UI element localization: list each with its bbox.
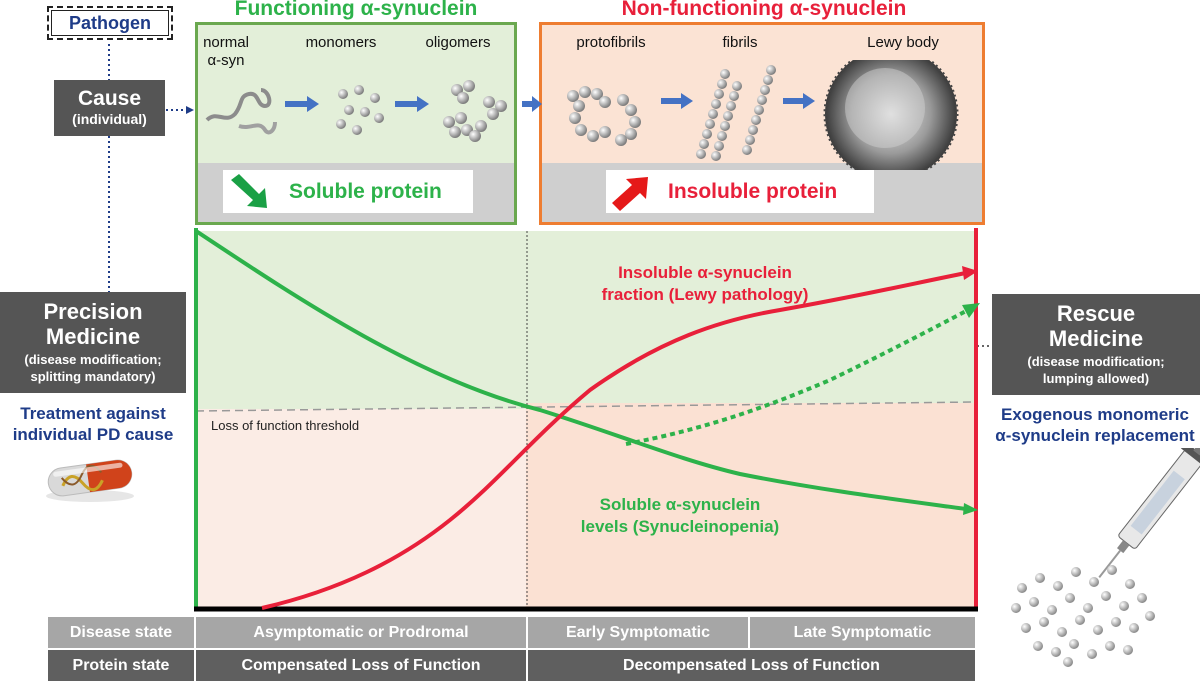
cause-box: Cause (individual) (54, 80, 165, 136)
precision-title-2: Medicine (45, 324, 141, 349)
insoluble-label-line-1: Insoluble α-synuclein (618, 263, 792, 282)
early-symptomatic-cell: Early Symptomatic (528, 617, 748, 648)
syringe-icon (1098, 448, 1200, 579)
stage-fibrils: fibrils (722, 34, 758, 51)
pathogen-label: Pathogen (68, 12, 151, 33)
soluble-protein-box: Soluble protein (223, 170, 473, 213)
insoluble-fraction-label: Insoluble α-synuclein fraction (Lewy pat… (560, 262, 850, 306)
insoluble-arrowhead (962, 266, 978, 280)
insoluble-protein-label: Insoluble protein (668, 179, 838, 203)
exogenous-line-1: Exogenous monomeric (1001, 405, 1189, 424)
stage-normal-line-2: α-syn (207, 52, 245, 69)
arrow-down-right-icon (231, 173, 267, 208)
rescue-sub-1: (disease modification; (1027, 354, 1165, 369)
treatment-line-1: Treatment against (20, 404, 166, 423)
protein-state-header: Protein state (48, 650, 194, 681)
precision-medicine-box: Precision Medicine (disease modification… (0, 292, 186, 393)
functioning-title: Functioning α-synuclein (234, 0, 478, 20)
asymptomatic-cell: Asymptomatic or Prodromal (196, 617, 526, 648)
stage-monomers: monomers (305, 34, 377, 51)
stage-normal: normal α-syn (200, 34, 252, 70)
soluble-protein-label: Soluble protein (289, 179, 442, 203)
treatment-line-2: individual PD cause (12, 425, 174, 444)
cause-subtitle: (individual) (72, 111, 147, 127)
soluble-levels-label: Soluble α-synuclein levels (Synucleinope… (540, 494, 820, 538)
pathogen-box: Pathogen (47, 6, 173, 40)
soluble-arrowhead (963, 503, 978, 515)
stage-oligomers: oligomers (425, 34, 491, 51)
capsule-icon (46, 459, 134, 502)
precision-sub-2: splitting mandatory) (30, 369, 156, 384)
nonfunctioning-title: Non-functioning α-synuclein (621, 0, 907, 20)
exogenous-text: Exogenous monomeric α-synuclein replacem… (990, 404, 1200, 446)
precision-title-1: Precision (43, 299, 143, 324)
stage-protofibrils: protofibrils (576, 34, 646, 51)
soluble-label-line-2: levels (Synucleinopenia) (580, 517, 780, 536)
insoluble-protein-box: Insoluble protein (606, 170, 874, 213)
precision-sub-1: (disease modification; (24, 352, 162, 367)
threshold-label: Loss of function threshold (211, 418, 360, 433)
decompensated-cell: Decompensated Loss of Function (528, 650, 975, 681)
protein-aggregation-illustration (205, 60, 959, 170)
rescue-medicine-box: Rescue Medicine (disease modification; l… (992, 294, 1200, 395)
stage-normal-line-1: normal (203, 34, 249, 51)
insoluble-label-line-2: fraction (Lewy pathology) (601, 285, 809, 304)
treatment-text: Treatment against individual PD cause (0, 403, 186, 445)
soluble-label-line-1: Soluble α-synuclein (599, 495, 761, 514)
compensated-cell: Compensated Loss of Function (196, 650, 526, 681)
rescue-sub-2: lumping allowed) (1042, 371, 1150, 386)
stage-lewy-body: Lewy body (867, 34, 939, 51)
soluble-curve (194, 229, 967, 511)
cause-title: Cause (77, 87, 142, 110)
rescue-title-2: Medicine (1048, 326, 1144, 351)
late-symptomatic-cell: Late Symptomatic (750, 617, 975, 648)
disease-state-header: Disease state (48, 617, 194, 648)
exogenous-line-2: α-synuclein replacement (995, 426, 1195, 445)
rescue-title-1: Rescue (1056, 301, 1136, 326)
monomer-particles-icon (1011, 565, 1155, 667)
rescue-arrowhead (962, 303, 980, 318)
insoluble-curve (261, 271, 967, 610)
arrow-up-right-icon (612, 176, 648, 211)
